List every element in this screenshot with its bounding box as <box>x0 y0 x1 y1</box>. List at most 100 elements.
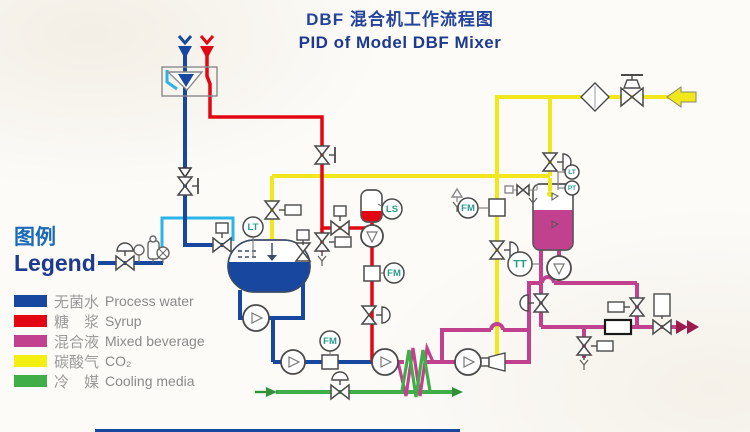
instrument-tag: LS <box>386 204 398 215</box>
relief-valve <box>450 187 464 198</box>
valve <box>313 232 352 266</box>
instrument-tag: FM <box>323 336 337 347</box>
instrument-fm: FM <box>457 197 479 219</box>
pump <box>454 348 482 376</box>
instrument-tag: TT <box>513 259 527 271</box>
impeller-mark <box>463 356 476 368</box>
funnel-liquid <box>178 74 194 87</box>
drain-y <box>452 201 458 208</box>
water-tank <box>227 239 311 293</box>
valve <box>294 229 312 262</box>
legend-label-cn: 碳酸气 <box>54 353 100 371</box>
legend-item: 混合液 Mixed beverage <box>14 331 214 351</box>
instrument-tag: LT <box>248 222 259 233</box>
legend-label-en: Process water <box>105 293 194 309</box>
drain-y <box>528 197 534 204</box>
flow-arrow <box>676 320 688 334</box>
legend: 图例 Legend 无菌水 Process water 糖 浆 Syrup 混合… <box>14 226 214 391</box>
instrument-tag: FM <box>461 203 475 214</box>
valve <box>176 176 199 196</box>
inlet-arrow <box>199 35 215 46</box>
cropped-border-line <box>95 429 460 432</box>
legend-item: 无菌水 Process water <box>14 291 214 311</box>
legend-swatch-syrup <box>14 315 47 327</box>
pipe-syrup-line <box>205 52 368 230</box>
legend-swatch-mixed-beverage <box>14 335 47 347</box>
valve-actuator <box>607 301 625 313</box>
relief-body <box>504 185 514 194</box>
valve-actuator <box>296 229 310 241</box>
legend-label-en: CO₂ <box>105 353 132 369</box>
valve <box>360 305 391 325</box>
regulator-cap <box>149 235 157 243</box>
mix-tank-nozzle <box>551 220 559 229</box>
impeller-mark <box>380 356 393 368</box>
instrument-pt: PT <box>564 180 580 196</box>
pump <box>360 224 384 248</box>
legend-label-en: Cooling media <box>105 373 195 389</box>
valve <box>263 200 302 220</box>
instrument-tag: FM <box>387 268 401 279</box>
legend-item: 糖 浆 Syrup <box>14 311 214 331</box>
impeller-mark <box>288 356 301 368</box>
impeller-mark <box>251 312 264 324</box>
instrument-fm: FM <box>319 330 341 352</box>
pipe-jump <box>540 275 556 284</box>
hx-cold-side <box>400 349 432 398</box>
inlet-arrow-head <box>178 46 192 59</box>
pipe-cip-hook <box>165 70 178 91</box>
valve-actuator <box>333 205 347 217</box>
valve <box>115 242 135 272</box>
legend-label-cn: 冷 媒 <box>54 373 100 391</box>
inlet-funnel-box <box>161 66 218 97</box>
mix-tank-nozzle <box>551 192 559 201</box>
legend-swatch-process-water <box>14 295 47 307</box>
pump <box>371 348 399 376</box>
instrument-lt: LT <box>242 216 264 238</box>
pump <box>546 255 572 281</box>
pump <box>280 349 306 375</box>
legend-label-cn: 无菌水 <box>54 293 100 311</box>
pipe-water-to-tank <box>183 180 231 247</box>
pressure-gauge <box>133 244 145 256</box>
instrument-lt: LT <box>564 164 580 180</box>
valve-actuator <box>215 222 229 234</box>
instrument-tag: LT <box>568 169 575 176</box>
flow-arrow <box>687 320 699 334</box>
valve-actuator <box>596 340 614 352</box>
inline-sight-glass <box>603 318 633 336</box>
valve <box>607 297 646 317</box>
valve <box>516 183 530 197</box>
legend-item: 冷 媒 Cooling media <box>14 371 214 391</box>
valve <box>313 145 336 165</box>
valve-actuator <box>331 371 349 381</box>
pump <box>242 304 270 332</box>
pipe-cip-line <box>160 216 235 252</box>
valve-actuator <box>381 306 391 324</box>
legend-label-cn: 混合液 <box>54 333 100 351</box>
co2-venturi-injector <box>488 352 506 372</box>
valve-actuator <box>284 204 302 216</box>
instrument-tt: TT <box>507 251 533 277</box>
legend-label-cn: 糖 浆 <box>54 313 100 331</box>
valve-bonnet <box>622 79 642 89</box>
inlet-arrow-head <box>200 46 214 59</box>
drain-y <box>579 359 585 366</box>
legend-swatch-co2 <box>14 355 47 367</box>
water-sparge-tip <box>267 255 277 261</box>
valve <box>519 293 550 313</box>
pipe-jump <box>489 322 505 331</box>
valve <box>330 205 350 237</box>
legend-swatch-cooling-media <box>14 375 47 387</box>
valve-actuator <box>334 236 352 248</box>
inlet-arrow <box>177 35 193 46</box>
control-valve-actuator <box>653 293 671 317</box>
legend-label-en: Syrup <box>105 313 142 329</box>
impeller-mark <box>553 263 565 276</box>
flow-arrow <box>452 387 463 397</box>
instrument-fm: FM <box>383 262 405 284</box>
impeller-mark <box>366 231 378 244</box>
air-gap-break <box>177 167 193 179</box>
valve <box>620 74 644 108</box>
